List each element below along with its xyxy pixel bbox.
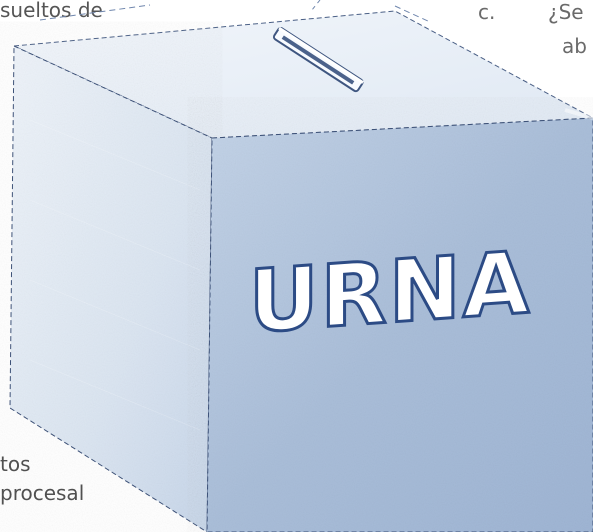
dashed-guide-left xyxy=(39,4,151,21)
box-side-face xyxy=(206,117,593,532)
text-fragment-top-left: sueltos de xyxy=(0,0,103,22)
urna-text: URNA xyxy=(249,233,532,353)
text-fragment-top-right-2: ab xyxy=(562,34,587,58)
text-fragment-top-right: ¿Se xyxy=(548,0,584,24)
dashed-guide-right xyxy=(394,5,431,23)
box-top-face xyxy=(12,10,593,139)
box-front-face xyxy=(9,45,213,532)
text-fragment-bottom-left-2: procesal xyxy=(0,481,85,505)
ballot-slot xyxy=(272,26,364,93)
urna-label: URNA xyxy=(247,232,533,355)
text-fragment-bottom-left-1: tos xyxy=(0,452,31,476)
list-marker-c: c. xyxy=(478,0,496,24)
